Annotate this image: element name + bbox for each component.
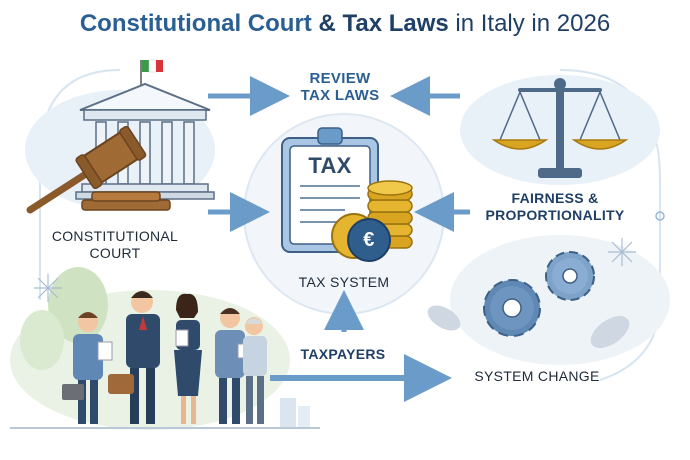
page-title: Constitutional Court & Tax Laws in Italy… — [0, 10, 690, 38]
fairness-line-1: FAIRNESS & — [470, 190, 640, 207]
fairness-label: FAIRNESS & PROPORTIONALITY — [470, 190, 640, 224]
title-part-tax-laws: Tax Laws — [342, 10, 448, 37]
court-line-1: CONSTITUTIONAL — [40, 228, 190, 245]
review-line-1: REVIEW — [280, 70, 400, 87]
court-line-2: COURT — [40, 245, 190, 262]
taxpayers-label: TAXPAYERS — [288, 346, 398, 363]
system-change-label: SYSTEM CHANGE — [462, 368, 612, 385]
constitutional-court-label: CONSTITUTIONAL COURT — [40, 228, 190, 262]
tax-system-label: TAX SYSTEM — [284, 274, 404, 291]
title-part-amp: & — [312, 10, 343, 37]
italian-flag-icon — [141, 60, 163, 86]
review-tax-laws-label: REVIEW TAX LAWS — [280, 70, 400, 104]
fairness-line-2: PROPORTIONALITY — [470, 207, 640, 224]
tax-document-label: TAX — [300, 154, 360, 178]
title-part-court: Constitutional Court — [80, 10, 312, 37]
title-part-rest: in Italy in 2026 — [449, 10, 610, 37]
review-line-2: TAX LAWS — [280, 87, 400, 104]
euro-symbol: € — [356, 228, 382, 252]
